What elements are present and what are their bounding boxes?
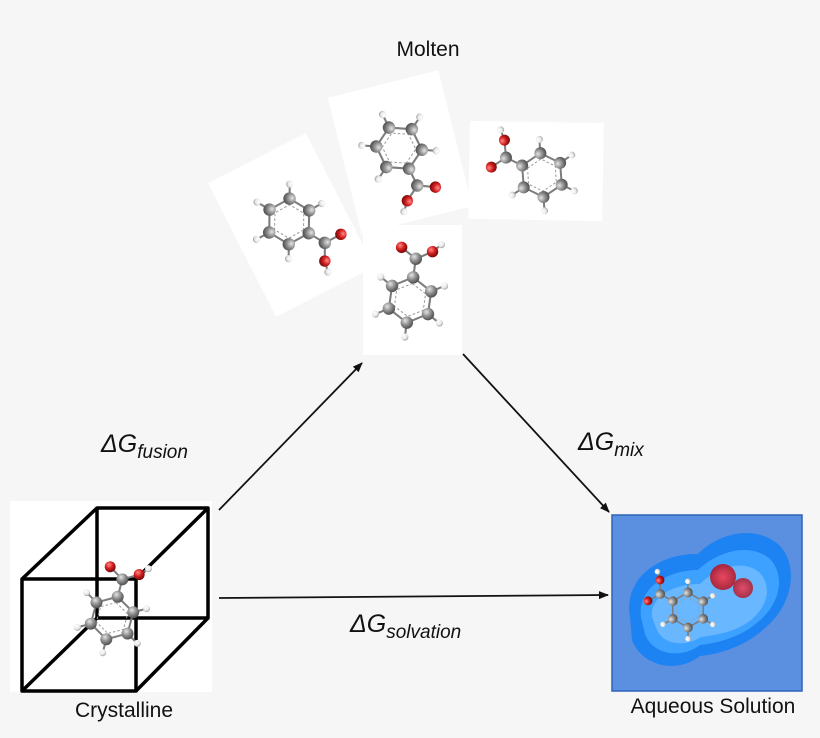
fusion-arrow xyxy=(218,362,363,511)
molten-molecule-right xyxy=(468,116,604,225)
delta-g-symbol: ΔG xyxy=(100,430,137,458)
crystalline-label: Crystalline xyxy=(75,699,173,722)
molten-molecule-bottom xyxy=(363,225,462,355)
mix-subscript: mix xyxy=(614,440,645,461)
fusion-subscript: fusion xyxy=(137,442,188,463)
molten-label: Molten xyxy=(396,38,459,61)
delta-g-solvation-label: ΔGsolvation xyxy=(349,610,461,643)
molten-molecule-left xyxy=(207,133,375,317)
aqueous-label: Aqueous Solution xyxy=(631,695,796,718)
solvation-arrow xyxy=(218,591,609,600)
molten-molecule-top xyxy=(327,70,473,234)
solvation-surface xyxy=(629,532,791,666)
mix-arrow xyxy=(462,353,610,513)
aqueous-solution-panel xyxy=(611,514,803,692)
delta-g-symbol: ΔG xyxy=(349,610,386,638)
crystalline-panel xyxy=(10,501,212,693)
solvation-subscript: solvation xyxy=(386,622,461,643)
delta-g-symbol: ΔG xyxy=(577,428,614,456)
delta-g-mix-label: ΔGmix xyxy=(577,428,645,461)
delta-g-fusion-label: ΔGfusion xyxy=(100,430,188,463)
